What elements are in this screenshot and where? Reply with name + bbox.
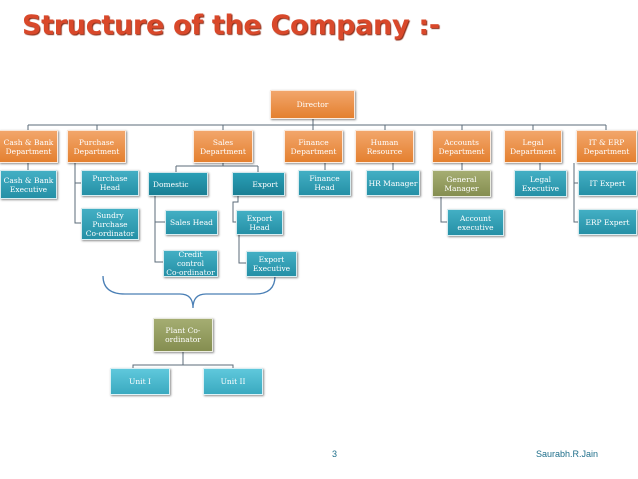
legal-executive-node: Legal Executive — [514, 170, 567, 197]
export-node: Export — [232, 172, 285, 196]
hr-manager-node: HR Manager — [366, 170, 420, 196]
general-manager-node: General Manager — [432, 170, 491, 197]
author-name: Saurabh.R.Jain — [536, 449, 599, 459]
export-executive-node: Export Executive — [246, 251, 297, 277]
credit-control-coordinator-node: Credit control Co-ordinator — [163, 250, 218, 277]
human-resource-node: Human Resource — [355, 130, 414, 163]
domestic-node: Domestic — [148, 172, 208, 196]
finance-department-node: Finance Department — [284, 130, 343, 163]
account-executive-node: Account executive — [447, 209, 504, 236]
purchase-department-node: Purchase Department — [67, 130, 126, 163]
finance-head-node: Finance Head — [298, 170, 351, 196]
director-node: Director — [270, 90, 355, 119]
sales-head-node: Sales Head — [165, 210, 218, 235]
export-head-node: Export Head — [236, 210, 283, 235]
sales-department-node: Sales Department — [193, 130, 253, 163]
unit-2-node: Unit II — [203, 368, 263, 395]
purchase-head-node: Purchase Head — [81, 170, 139, 196]
sundry-purchase-coordinator-node: Sundry Purchase Co-ordinator — [81, 208, 139, 240]
plant-coordinator-node: Plant Co- ordinator — [153, 318, 213, 352]
page-title: Structure of the Company :- — [22, 10, 440, 41]
cash-bank-executive-node: Cash & Bank Executive — [0, 170, 57, 199]
unit-1-node: Unit I — [110, 368, 170, 395]
legal-department-node: Legal Department — [504, 130, 562, 163]
page-number: 3 — [332, 449, 338, 459]
it-erp-department-node: IT & ERP Department — [576, 130, 637, 163]
erp-expert-node: ERP Expert — [578, 209, 637, 235]
it-expert-node: IT Expert — [578, 170, 637, 196]
cash-bank-department-node: Cash & Bank Department — [0, 130, 58, 163]
accounts-department-node: Accounts Department — [432, 130, 491, 163]
